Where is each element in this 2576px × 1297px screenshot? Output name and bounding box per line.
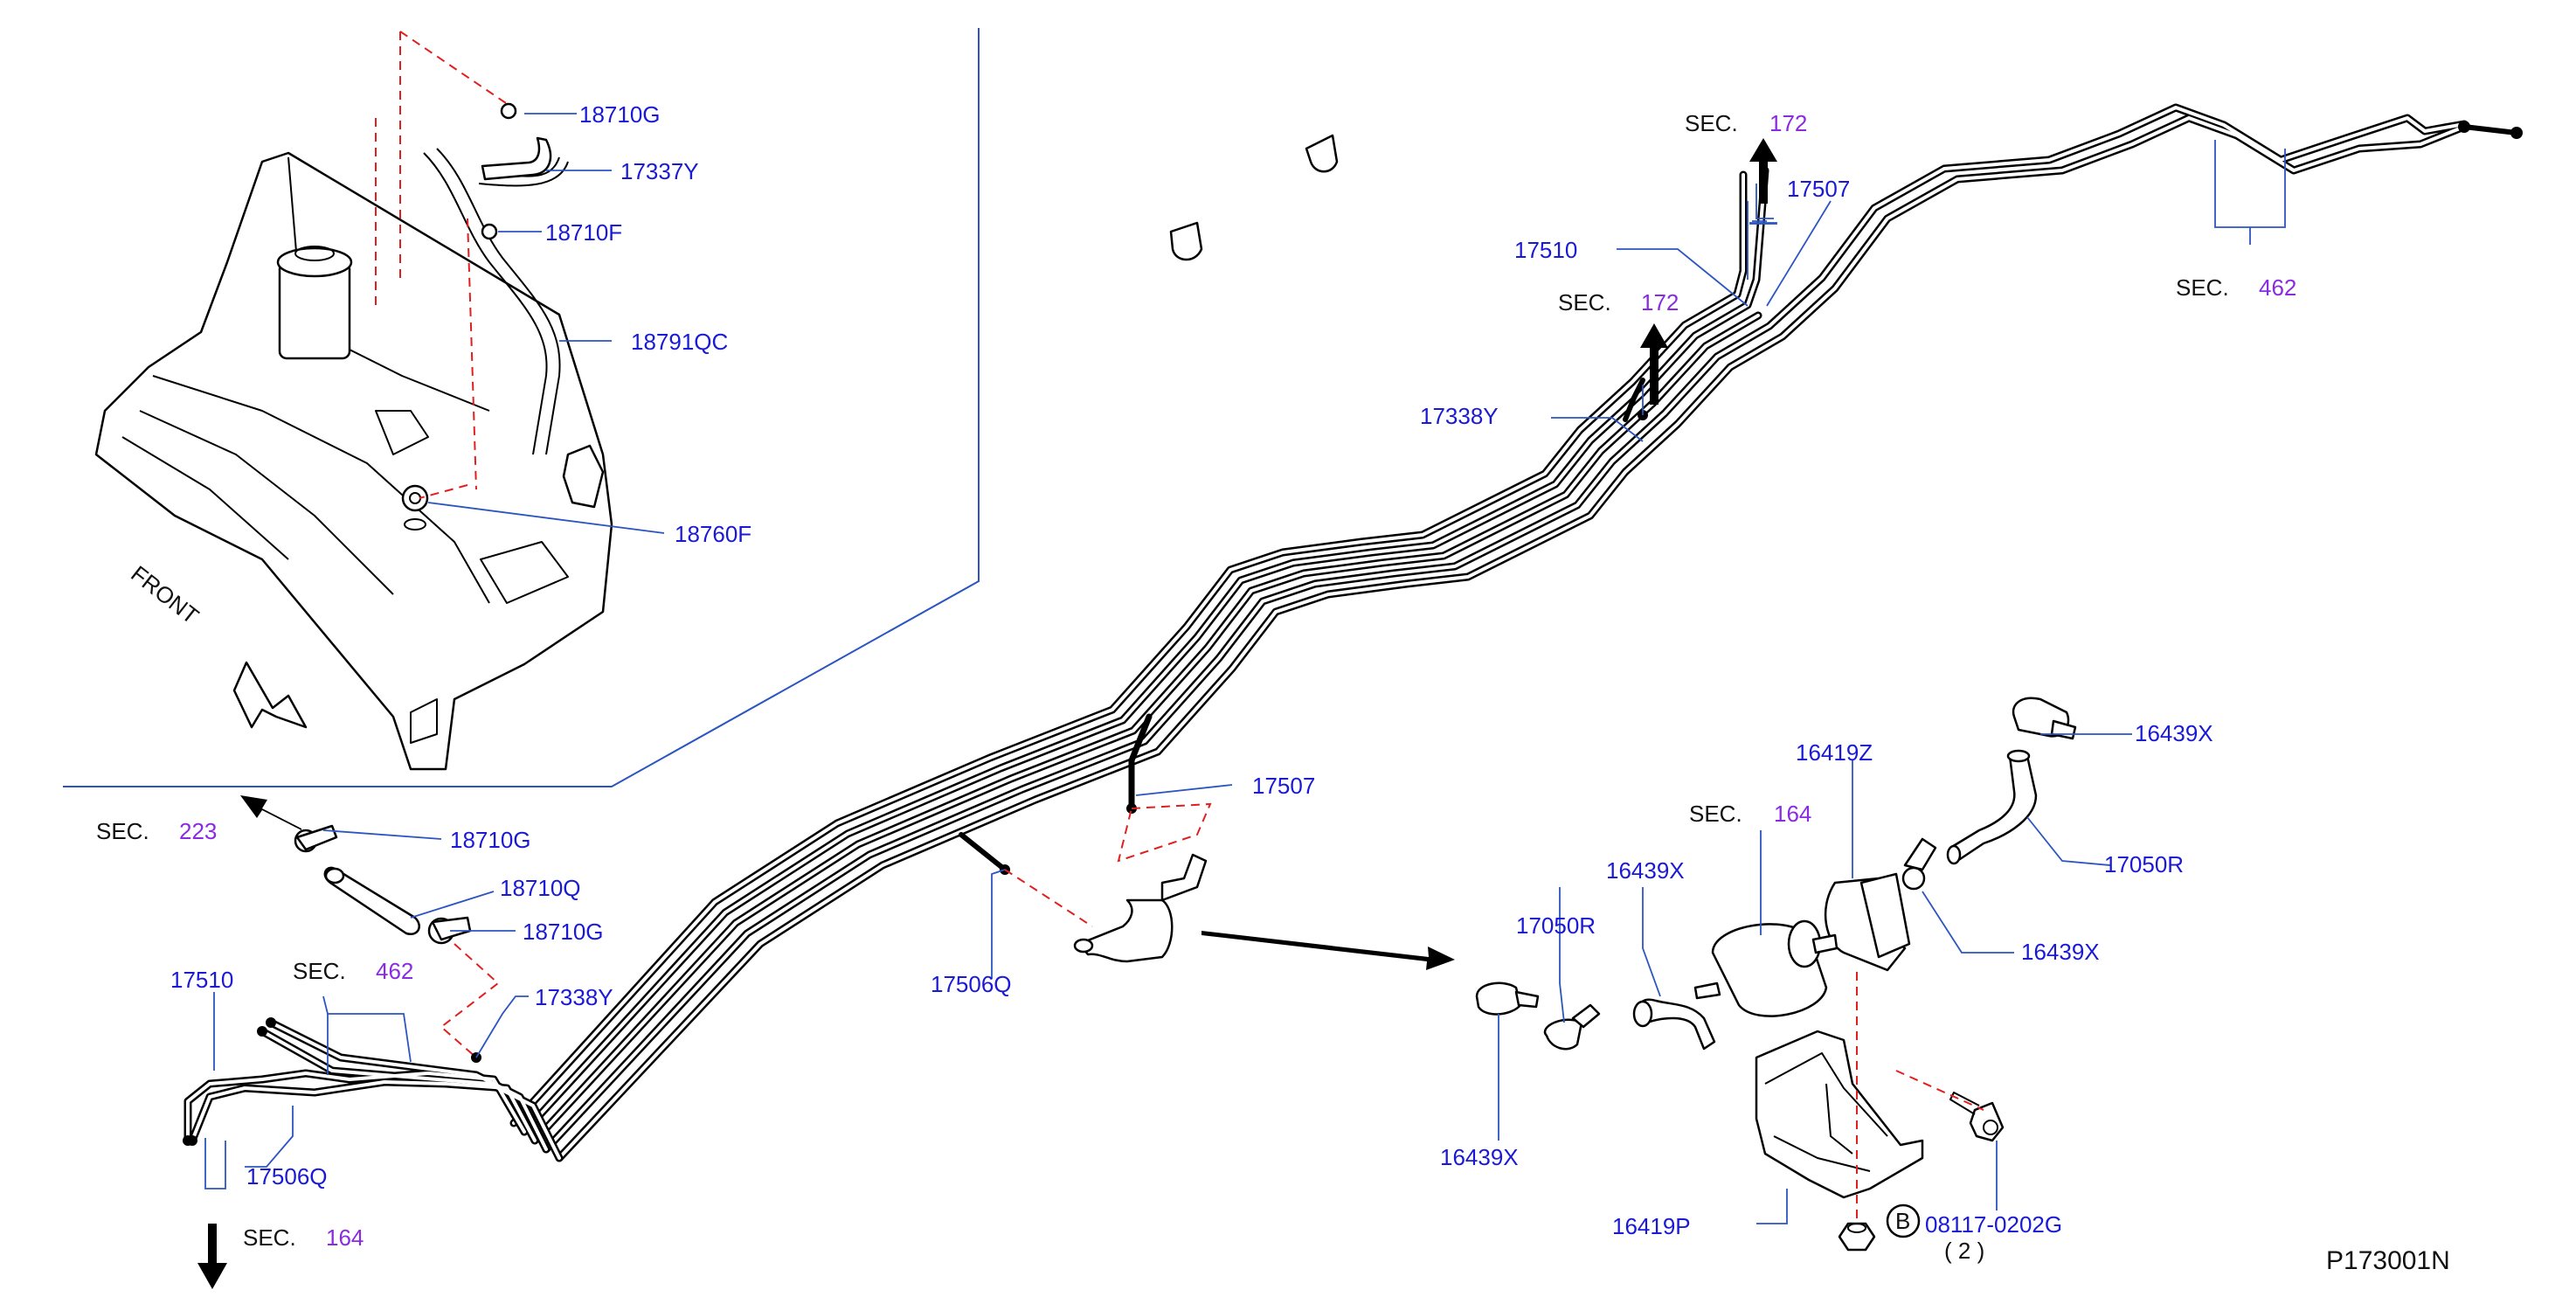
sec-number: 164 bbox=[1774, 801, 1811, 827]
part-number-label: 17338Y bbox=[1420, 403, 1499, 429]
sec-label: SEC. bbox=[243, 1224, 296, 1251]
pipe-connector bbox=[1073, 853, 1208, 963]
sec-number: 462 bbox=[376, 958, 413, 984]
part-number-label: 18760F bbox=[675, 521, 751, 547]
direction-arrows bbox=[197, 138, 1777, 1289]
clip-icon bbox=[500, 102, 517, 120]
sec-label: SEC. bbox=[96, 818, 149, 844]
clip-icon bbox=[1169, 221, 1203, 261]
part-number-label: 16439X bbox=[2021, 939, 2100, 965]
sec-label: SEC. bbox=[293, 958, 346, 984]
sec-number: 223 bbox=[179, 818, 217, 844]
part-number-label: 17506Q bbox=[246, 1163, 328, 1189]
part-number-label: 17507 bbox=[1252, 773, 1315, 799]
part-number-label: 16439X bbox=[1606, 857, 1685, 884]
b-mark: B bbox=[1895, 1208, 1910, 1234]
part-number-label: 18791QC bbox=[631, 329, 728, 355]
fuel-tank-illustration bbox=[94, 148, 613, 771]
diagram-code: P173001N bbox=[2326, 1246, 2450, 1275]
part-number-label: 18710Q bbox=[500, 875, 581, 901]
part-number-label: 17510 bbox=[170, 967, 233, 993]
part-number-label: 17506Q bbox=[931, 971, 1012, 997]
front-arrow-icon bbox=[232, 661, 308, 729]
clip-icon bbox=[1543, 1018, 1583, 1051]
clip-icon bbox=[1305, 134, 1339, 173]
inset-frame bbox=[63, 28, 980, 787]
part-number-label: 18710G bbox=[523, 919, 604, 945]
front-label: FRONT bbox=[126, 560, 204, 629]
lower-left-parts bbox=[204, 824, 529, 1189]
bracket-16419P bbox=[1755, 1030, 1924, 1199]
fuel-pipe-bundle bbox=[183, 103, 2523, 1162]
clip-icon bbox=[1901, 866, 1926, 891]
part-number-label: 18710G bbox=[450, 827, 531, 853]
hose-icon bbox=[323, 866, 420, 936]
sec-label: SEC. bbox=[1558, 289, 1611, 316]
sec-label: SEC. bbox=[1685, 110, 1738, 136]
sec-number: 164 bbox=[326, 1224, 364, 1251]
part-number-label: 17337Y bbox=[620, 158, 699, 184]
nut-icon bbox=[1838, 1222, 1876, 1252]
part-number-label: 16419Z bbox=[1796, 739, 1873, 766]
part-number-label: 17510 bbox=[1514, 237, 1577, 263]
part-number-label: 17507 bbox=[1787, 176, 1850, 202]
clip-icon bbox=[481, 223, 498, 240]
part-number-label: 17050R bbox=[2104, 851, 2184, 877]
sec-number: 172 bbox=[1769, 110, 1807, 136]
hose-icon bbox=[481, 136, 552, 181]
front-indicator: FRONT bbox=[126, 560, 308, 729]
hose-icon bbox=[1949, 754, 2038, 863]
sec-number: 462 bbox=[2259, 274, 2296, 301]
part-number-label: 17338Y bbox=[535, 984, 613, 1010]
sec-number: 172 bbox=[1641, 289, 1679, 316]
part-number-label: 16439X bbox=[2135, 720, 2213, 746]
fuel-filter-assembly bbox=[1475, 697, 2132, 1252]
b-mark-circle bbox=[1886, 1203, 1921, 1238]
part-number-label: 18710F bbox=[545, 219, 622, 246]
part-number-label: 17050R bbox=[1516, 912, 1596, 939]
sec-label: SEC. bbox=[1689, 801, 1742, 827]
clip-icon bbox=[1475, 981, 1522, 1016]
quantity-label: ( 2 ) bbox=[1944, 1238, 1984, 1264]
sec-label: SEC. bbox=[2176, 274, 2229, 301]
part-number-label: 16439X bbox=[1440, 1144, 1519, 1170]
part-number-label: 16419P bbox=[1612, 1213, 1691, 1239]
part-number-label: 08117-0202G bbox=[1925, 1211, 2062, 1238]
part-number-label: 18710G bbox=[579, 101, 661, 128]
